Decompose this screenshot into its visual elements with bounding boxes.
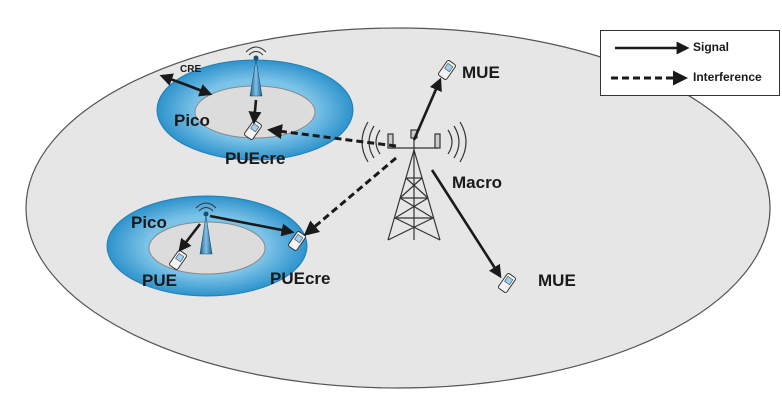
puecre-label-bottom: PUEcre [270,269,330,288]
mue-label-top: MUE [462,63,500,82]
cre-label: CRE [180,64,201,75]
legend-signal-row: Signal [601,33,779,63]
signal-arrow-bottom-pico-to-pue [178,223,202,253]
legend-signal-label: Signal [693,40,730,54]
pue-label-bottom: PUE [142,271,177,290]
mue-bottom-phone-icon [498,273,516,293]
interference-arrow-macro-to-puecre-top [267,124,397,148]
legend-interference-arrow [611,70,688,86]
legend-interference-label: Interference [693,70,762,84]
macro-label: Macro [452,173,502,192]
signal-arrow-macro-to-mue-top [412,77,442,141]
signal-arrow-top-pico-to-puecre [248,99,262,125]
signal-arrow-bottom-pico-to-puecre [209,214,295,237]
cre-arrow-right [183,82,213,97]
interference-arrow-macro-to-puecre-bottom [303,156,397,236]
pico-label-top: Pico [174,111,210,130]
cre-arrow-left [159,73,185,86]
puecre-label-top: PUEcre [225,149,285,168]
mue-label-bottom: MUE [538,271,576,290]
mue-top-phone-icon [438,60,456,80]
signal-arrow-macro-to-mue-bottom [430,169,502,279]
pue-bottom-phone-icon [169,250,187,270]
legend-interference-row: Interference [601,63,779,93]
legend: Signal Interference [600,30,780,96]
pico-base-station-top-icon [245,46,267,97]
pico-label-bottom: Pico [131,213,167,232]
legend-signal-arrow [615,41,690,55]
pico-base-station-bottom-icon [195,202,217,255]
puecre-bottom-phone-icon [288,231,306,251]
